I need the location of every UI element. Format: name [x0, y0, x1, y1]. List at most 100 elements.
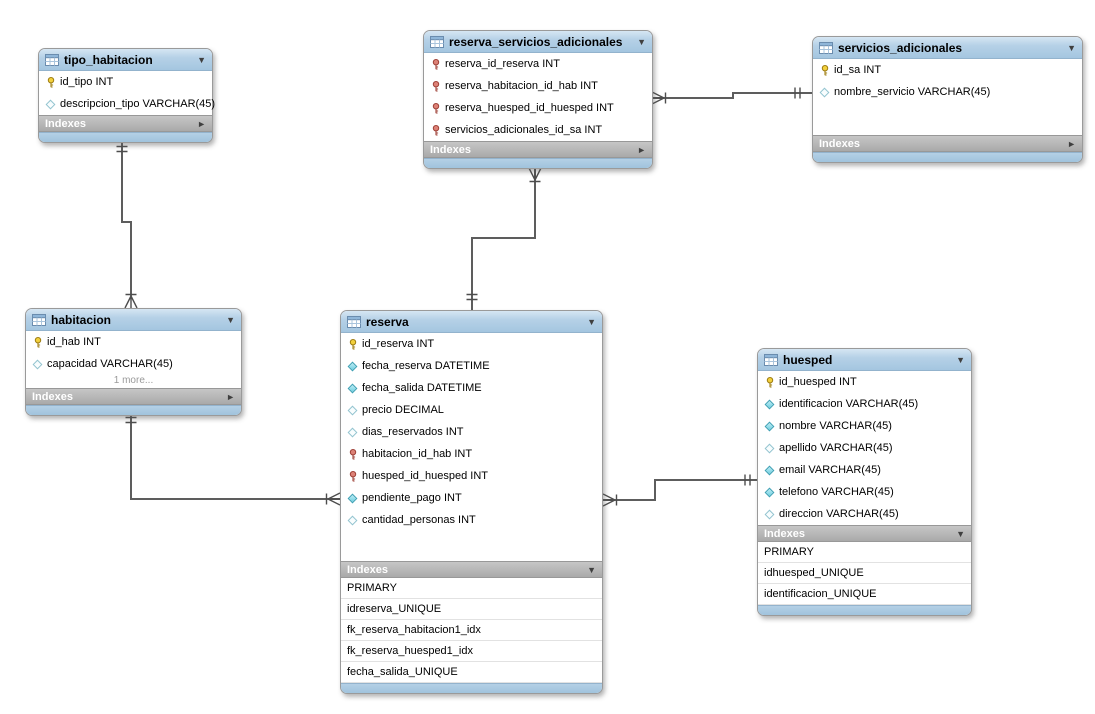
collapse-triangle-icon[interactable]: ▼	[226, 314, 235, 325]
table-title: reserva	[366, 314, 409, 329]
index-row[interactable]: fecha_salida_UNIQUE	[341, 662, 602, 683]
column-label: nombre VARCHAR(45)	[779, 420, 892, 432]
column-row[interactable]: id_reserva INT	[341, 333, 602, 355]
column-row[interactable]: dias_reservados INT	[341, 421, 602, 443]
column-row[interactable]: servicios_adicionales_id_sa INT	[424, 119, 652, 141]
collapse-triangle-icon[interactable]: ▼	[197, 54, 206, 65]
expand-arrow-icon[interactable]: ▼	[587, 564, 596, 575]
column-row[interactable]: email VARCHAR(45)	[758, 459, 971, 481]
column-row[interactable]: id_tipo INT	[39, 71, 212, 93]
relationship-line-segment[interactable]	[534, 168, 536, 239]
table-header[interactable]: servicios_adicionales ▼	[813, 37, 1082, 59]
column-label: fecha_reserva DATETIME	[362, 360, 490, 372]
relationship-line-segment[interactable]	[471, 237, 473, 310]
indexes-label: Indexes	[764, 527, 805, 540]
nullable-diamond-icon	[818, 87, 831, 97]
nullable-diamond-icon	[346, 405, 359, 415]
column-label: id_tipo INT	[60, 76, 114, 88]
column-row[interactable]: id_hab INT	[26, 331, 241, 353]
table-footer	[813, 152, 1082, 162]
expand-arrow-icon[interactable]: ►	[226, 391, 235, 402]
column-row[interactable]: reserva_id_reserva INT	[424, 53, 652, 75]
expand-arrow-icon[interactable]: ►	[1067, 138, 1076, 149]
column-label: servicios_adicionales_id_sa INT	[445, 124, 603, 136]
relationship-line-segment[interactable]	[471, 237, 536, 239]
index-row[interactable]: PRIMARY	[758, 542, 971, 563]
table-habitacion[interactable]: habitacion ▼ id_hab INT capacidad VARCHA…	[25, 308, 242, 416]
relationship-line-segment[interactable]	[121, 140, 123, 222]
column-row[interactable]: reserva_huesped_id_huesped INT	[424, 97, 652, 119]
index-row[interactable]: fk_reserva_habitacion1_idx	[341, 620, 602, 641]
relationship-line-segment[interactable]	[130, 498, 340, 500]
expand-arrow-icon[interactable]: ►	[637, 144, 646, 155]
column-row[interactable]: descripcion_tipo VARCHAR(45)	[39, 93, 215, 115]
indexes-bar[interactable]: Indexes ▼	[341, 561, 602, 578]
relationship-line-segment[interactable]	[732, 92, 812, 94]
column-row[interactable]: nombre VARCHAR(45)	[758, 415, 971, 437]
table-icon	[819, 41, 833, 54]
expand-arrow-icon[interactable]: ►	[197, 118, 206, 129]
column-row[interactable]: habitacion_id_hab INT	[341, 443, 602, 465]
more-columns-label[interactable]: 1 more...	[26, 375, 241, 388]
relationship-line-segment[interactable]	[603, 499, 656, 501]
index-row[interactable]: idhuesped_UNIQUE	[758, 563, 971, 584]
relationship-line-segment[interactable]	[732, 92, 734, 99]
relationship-line-segment[interactable]	[130, 222, 132, 296]
column-row[interactable]: fecha_reserva DATETIME	[341, 355, 602, 377]
relationship-line-segment[interactable]	[130, 414, 132, 500]
table-header[interactable]: tipo_habitacion ▼	[39, 49, 212, 71]
column-row[interactable]: capacidad VARCHAR(45)	[26, 353, 241, 375]
table-tipo_habitacion[interactable]: tipo_habitacion ▼ id_tipo INT descripcio…	[38, 48, 215, 143]
column-row[interactable]: identificacion VARCHAR(45)	[758, 393, 971, 415]
foreign-key-icon	[429, 124, 442, 136]
cardinality-many-icon	[528, 168, 542, 183]
table-header[interactable]: huesped ▼	[758, 349, 971, 371]
column-row[interactable]: telefono VARCHAR(45)	[758, 481, 971, 503]
column-row[interactable]: huesped_id_huesped INT	[341, 465, 602, 487]
index-row[interactable]: idreserva_UNIQUE	[341, 599, 602, 620]
table-reserva_servicios_adicionales[interactable]: reserva_servicios_adicionales ▼ reserva_…	[423, 30, 653, 169]
indexes-bar[interactable]: Indexes ►	[26, 388, 241, 405]
column-row[interactable]: id_huesped INT	[758, 371, 971, 393]
column-row[interactable]: direccion VARCHAR(45)	[758, 503, 971, 525]
collapse-triangle-icon[interactable]: ▼	[1067, 42, 1076, 53]
relationship-line-segment[interactable]	[654, 479, 656, 501]
indexes-bar[interactable]: Indexes ▼	[758, 525, 971, 542]
table-header[interactable]: reserva_servicios_adicionales ▼	[424, 31, 652, 53]
expand-arrow-icon[interactable]: ▼	[956, 528, 965, 539]
column-row[interactable]: cantidad_personas INT	[341, 509, 602, 531]
collapse-triangle-icon[interactable]: ▼	[587, 316, 596, 327]
table-reserva[interactable]: reserva ▼ id_reserva INT fecha_reserva D…	[340, 310, 603, 694]
index-row[interactable]: fk_reserva_huesped1_idx	[341, 641, 602, 662]
column-label: telefono VARCHAR(45)	[779, 486, 894, 498]
table-header[interactable]: habitacion ▼	[26, 309, 241, 331]
table-header[interactable]: reserva ▼	[341, 311, 602, 333]
index-row[interactable]: PRIMARY	[341, 578, 602, 599]
indexes-bar[interactable]: Indexes ►	[813, 135, 1082, 152]
indexes-bar[interactable]: Indexes ►	[424, 141, 652, 158]
column-row[interactable]: id_sa INT	[813, 59, 1082, 81]
column-row[interactable]: apellido VARCHAR(45)	[758, 437, 971, 459]
cardinality-many-icon	[325, 492, 340, 506]
index-row[interactable]: identificacion_UNIQUE	[758, 584, 971, 605]
table-servicios_adicionales[interactable]: servicios_adicionales ▼ id_sa INT nombre…	[812, 36, 1083, 163]
cardinality-one-icon	[744, 474, 751, 486]
table-footer	[39, 132, 212, 142]
column-label: reserva_habitacion_id_hab INT	[445, 80, 598, 92]
column-label: habitacion_id_hab INT	[362, 448, 473, 460]
column-label: precio DECIMAL	[362, 404, 444, 416]
indexes-bar[interactable]: Indexes ►	[39, 115, 212, 132]
column-row[interactable]: reserva_habitacion_id_hab INT	[424, 75, 652, 97]
column-row[interactable]: fecha_salida DATETIME	[341, 377, 602, 399]
column-row[interactable]: nombre_servicio VARCHAR(45)	[813, 81, 1082, 103]
column-row[interactable]: pendiente_pago INT	[341, 487, 602, 509]
relationship-line-segment[interactable]	[654, 479, 757, 481]
table-huesped[interactable]: huesped ▼ id_huesped INT identificacion …	[757, 348, 972, 616]
cardinality-one-icon	[466, 293, 478, 301]
relationship-line-segment[interactable]	[652, 97, 734, 99]
relationship-line-segment[interactable]	[121, 221, 132, 223]
column-label: fecha_salida DATETIME	[362, 382, 482, 394]
collapse-triangle-icon[interactable]: ▼	[637, 36, 646, 47]
collapse-triangle-icon[interactable]: ▼	[956, 354, 965, 365]
column-row[interactable]: precio DECIMAL	[341, 399, 602, 421]
